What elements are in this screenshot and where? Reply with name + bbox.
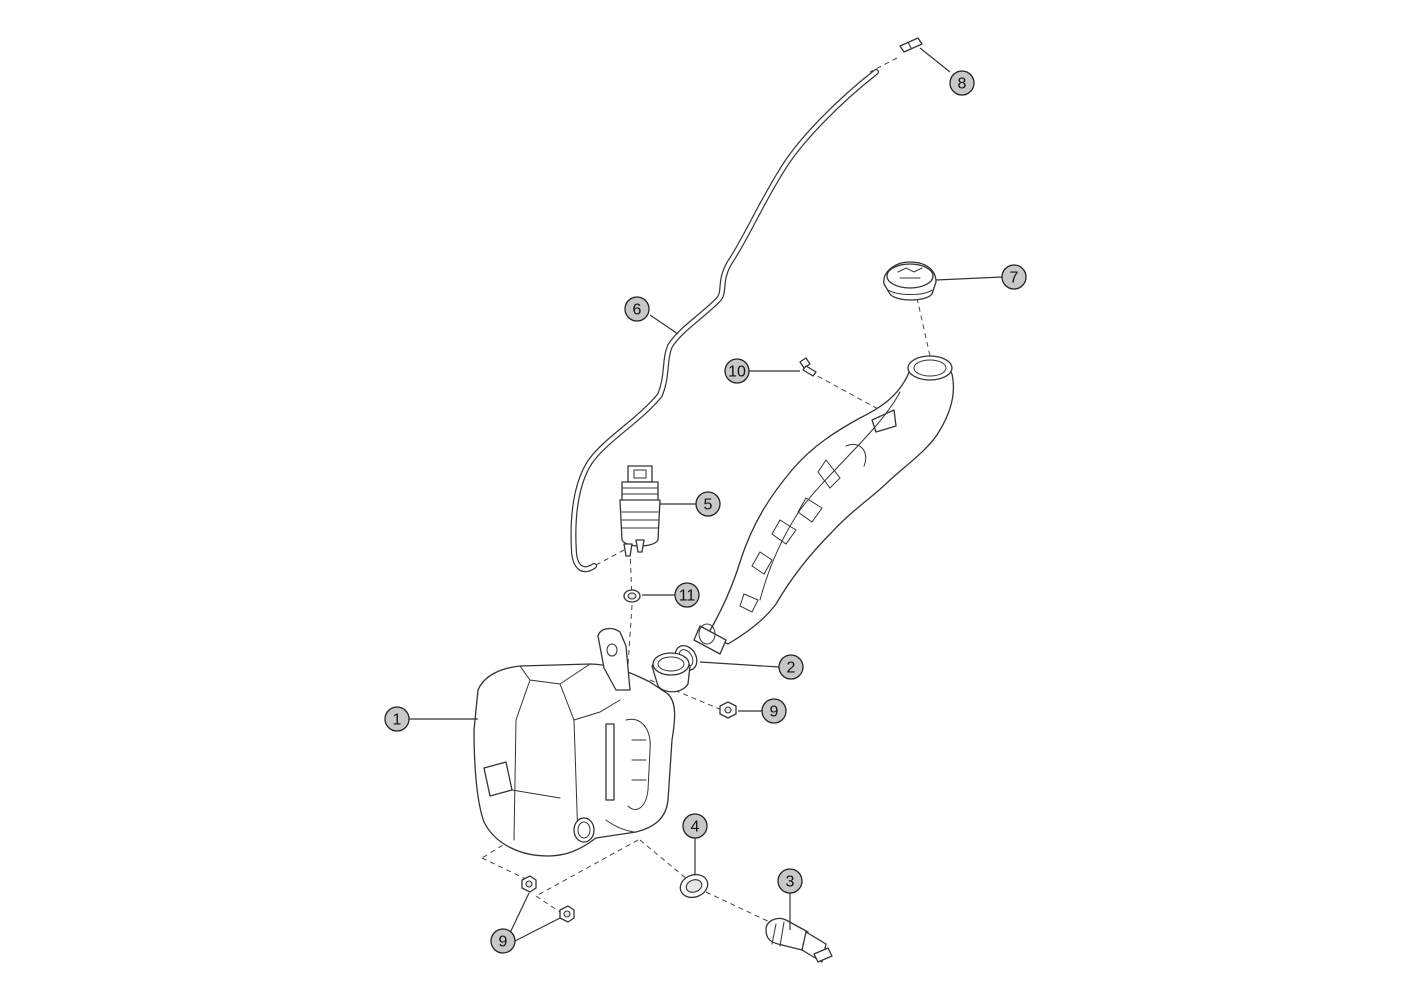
callout-label: 8: [958, 76, 967, 93]
callout-6: 6: [624, 296, 650, 322]
callout-label: 6: [633, 302, 642, 319]
hose-connector: [899, 37, 923, 53]
callout-label: 11: [679, 588, 696, 605]
callout-11: 11: [674, 582, 700, 608]
callout-3: 3: [777, 868, 803, 894]
callout-label: 9: [770, 704, 779, 721]
callout-9-lower: 9: [490, 928, 516, 954]
washer-reservoir: [473, 627, 691, 857]
callout-label: 9: [499, 934, 508, 951]
callout-8: 8: [949, 70, 975, 96]
push-clip: [799, 357, 817, 377]
callout-label: 7: [1010, 270, 1019, 287]
washer-pump: [619, 465, 661, 557]
callout-label: 1: [393, 712, 402, 729]
callout-label: 4: [691, 819, 700, 836]
hex-nut-lower-left: [521, 875, 537, 893]
level-sensor: [765, 917, 833, 963]
callout-9-upper: 9: [761, 698, 787, 724]
callout-1: 1: [384, 706, 410, 732]
filler-cap: [883, 261, 937, 301]
callout-label: 2: [787, 660, 796, 677]
leader-lines: [409, 47, 1003, 942]
washer-hose: [570, 69, 879, 573]
callout-2: 2: [778, 654, 804, 680]
callout-label: 10: [728, 364, 746, 381]
callout-4: 4: [682, 813, 708, 839]
callout-label: 3: [786, 874, 795, 891]
hex-nut-upper: [719, 701, 737, 719]
level-sensor-grommet: [679, 873, 709, 899]
hex-nut-lower-right: [559, 905, 575, 923]
filler-neck-tube: [693, 355, 955, 655]
callout-label: 5: [704, 497, 713, 514]
callout-10: 10: [724, 358, 750, 384]
callout-5: 5: [695, 491, 721, 517]
assembly-dash-lines: [481, 57, 931, 926]
callout-7: 7: [1001, 264, 1027, 290]
pump-grommet: [623, 589, 641, 603]
